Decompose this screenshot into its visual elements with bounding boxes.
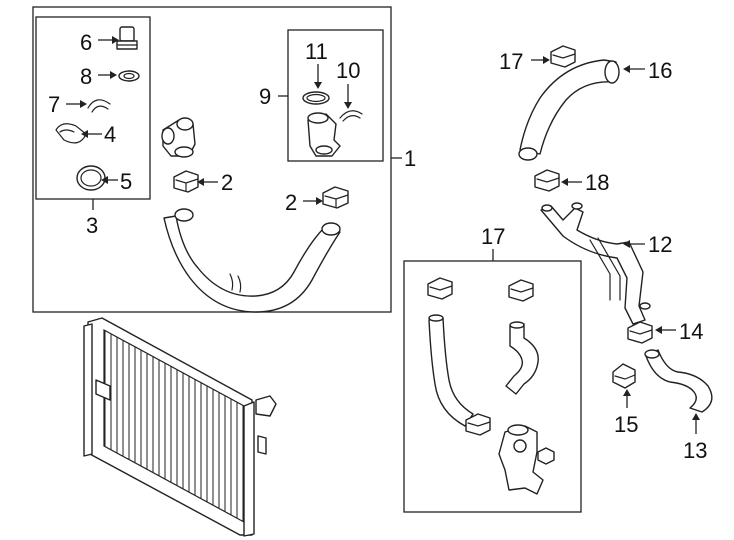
callout-2-right: 2 [285,190,297,215]
kit-box-1 [32,6,392,313]
thermostat-housing[interactable] [161,117,196,158]
hose-clamp-kit-18c[interactable] [465,413,491,436]
callout-9: 9 [259,84,271,109]
hose-clamp-part-17a[interactable] [550,45,576,68]
callout-10: 10 [336,58,360,83]
callout-12: 12 [648,232,672,257]
callout-6: 6 [80,30,92,55]
callout-15: 15 [614,412,638,437]
hose-kit-18-short[interactable] [505,321,539,395]
callout-3: 3 [86,213,98,238]
callout-17-top: 17 [499,49,523,74]
callout-13: 13 [683,438,707,463]
coolant-hose-u[interactable] [163,208,341,313]
hose-clamp-kit-18a[interactable] [427,277,453,300]
o-ring-part-11-inner [306,93,326,103]
coolant-pipe-part-16[interactable] [518,59,620,161]
sensor-part-6[interactable] [116,26,138,50]
o-ring-part-8[interactable] [118,70,140,82]
callout-18: 17 [481,224,505,249]
hose-clamp-part-14[interactable] [627,321,653,344]
hose-clamp-part-17b[interactable] [534,169,560,192]
nut-kit-18[interactable] [537,447,555,465]
water-pump-kit-18[interactable] [498,424,544,495]
clamp-part-4[interactable] [55,123,87,144]
hose-kit-18-long[interactable] [428,314,474,427]
kit-box-18 [403,260,582,513]
hose-clamp-kit-18b[interactable] [508,279,534,302]
coolant-pipe-part-12[interactable] [540,202,651,325]
hose-clamp-part-2a[interactable] [173,170,199,193]
callout-16: 16 [648,58,672,83]
callout-7: 7 [48,92,60,117]
callout-14: 14 [679,319,703,344]
callout-8: 8 [80,64,92,89]
leaders [66,36,700,434]
connector-fitting[interactable] [307,112,341,157]
hose-clamp-part-15[interactable] [612,363,636,389]
callout-4: 4 [104,122,116,147]
radiator[interactable] [83,317,277,537]
o-ring-part-5-inner [80,169,102,187]
hose-clamp-part-2b[interactable] [322,186,349,209]
o-ring-part-8-inner [123,72,135,80]
clip-part-7[interactable] [87,99,111,113]
callout-5: 5 [120,169,132,194]
callout-1: 1 [404,146,416,171]
clip-part-10[interactable] [339,110,363,122]
callout-11: 11 [305,39,328,64]
callout-2-left: 2 [221,170,233,195]
coolant-hose-part-13[interactable] [644,349,713,413]
callout-17-mid: 18 [585,170,609,195]
